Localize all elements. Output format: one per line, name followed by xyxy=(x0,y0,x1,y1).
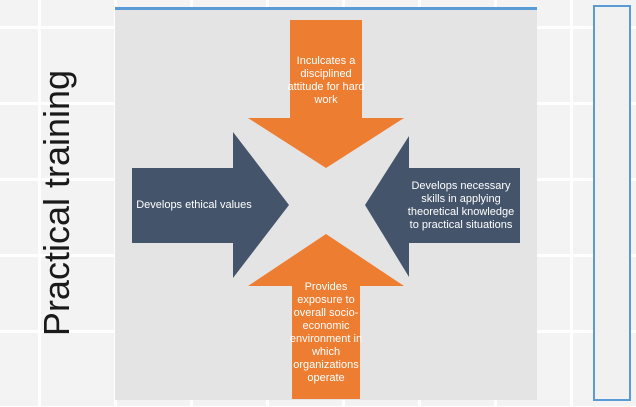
bottom-arrow-label: Provides exposure to overall socio-econo… xyxy=(289,281,363,384)
left-arrow xyxy=(132,132,289,278)
right-arrow-label: Develops necessary skills in applying th… xyxy=(407,180,515,231)
bottom-arrow xyxy=(248,234,404,399)
right-placeholder-box xyxy=(593,5,631,401)
panel-top-accent-line xyxy=(115,7,537,10)
top-arrow xyxy=(248,20,404,168)
left-arrow-label: Develops ethical values xyxy=(136,198,252,211)
top-arrow-label: Inculcates a disciplined attitude for ha… xyxy=(287,55,365,106)
right-arrow xyxy=(365,136,520,277)
